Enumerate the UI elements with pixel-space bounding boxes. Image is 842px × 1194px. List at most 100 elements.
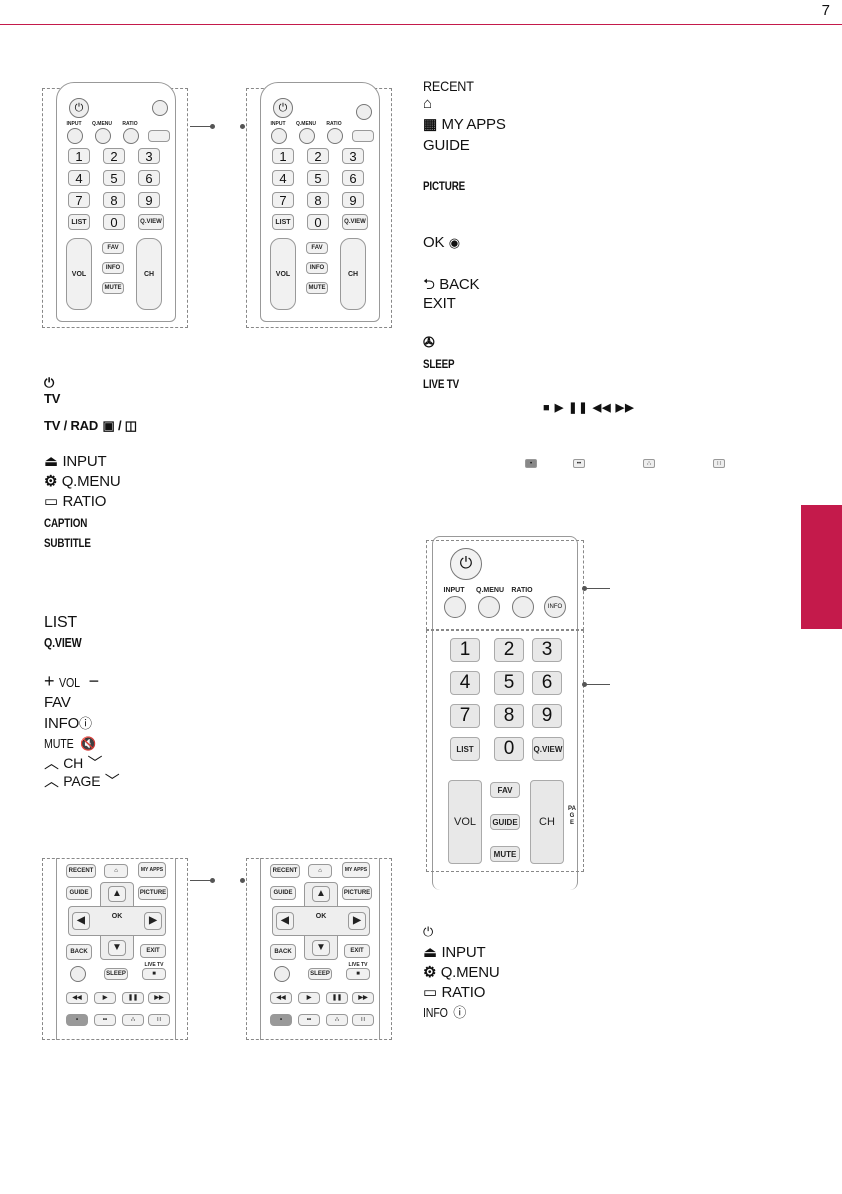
input-key-caption: INPUT [66, 121, 82, 127]
ok-label: OK [423, 234, 445, 251]
num-key: 9 [532, 704, 562, 728]
info-key: INFO [102, 262, 124, 274]
num-key: 4 [68, 170, 90, 186]
info-row: INFOⓘ [44, 715, 92, 733]
arrow-down-icon: ▼ [312, 940, 330, 956]
ok-key: OK [111, 913, 123, 920]
gear-icon [299, 128, 315, 144]
input-label: INPUT [62, 453, 107, 470]
qmenu-label: Q.MENU [440, 964, 500, 981]
chevron-up-icon: ︿ [44, 773, 59, 790]
exit-key: EXIT [344, 944, 370, 958]
callout-dot [582, 682, 587, 687]
num-key: 6 [342, 170, 364, 186]
ivi-icon [70, 966, 86, 982]
input-icon: ⏏ [44, 453, 58, 470]
num-key: 2 [494, 638, 524, 662]
back-label: BACK [439, 276, 480, 293]
qmenu-key-caption: Q.MENU [476, 587, 504, 594]
home-icon: ⌂ [423, 95, 432, 112]
chevron-down-icon: ﹀ [104, 773, 120, 790]
ch-key: CH [136, 238, 162, 310]
remote-bottom-illustration-a: RECENT ⌂ MY APPS GUIDE PICTURE ▲ ◀ ▶ ▼ O… [42, 858, 215, 1040]
callout-line [584, 588, 610, 589]
info-icon: ⓘ [79, 716, 92, 731]
page-label: PAGE [63, 773, 101, 789]
ratio-icon [327, 128, 343, 144]
back-key: BACK [66, 944, 92, 960]
livetv-caption: LIVE TV [144, 962, 164, 968]
info-key: INFO [306, 262, 328, 274]
fav-key: FAV [306, 242, 328, 254]
num-key: 6 [532, 671, 562, 695]
num-key: 9 [138, 192, 160, 208]
qmenu-row: ⚙ Q.MENU [44, 473, 121, 491]
section-side-tab [801, 505, 842, 629]
remote-large-illustration: ⏻ INPUT Q.MENU RATIO INFO 1 2 3 4 5 6 7 … [420, 526, 620, 890]
red-key: • [270, 1014, 292, 1026]
guide-label: GUIDE [423, 137, 470, 154]
plus-icon: + [44, 671, 55, 691]
input-icon [444, 596, 466, 618]
num-key: 3 [342, 148, 364, 164]
power-icon: ⏻ [69, 98, 89, 118]
ratio-icon: ▭ [423, 984, 437, 1001]
power-icon: ⏻ [450, 548, 482, 580]
guide-key: GUIDE [490, 814, 520, 830]
ratio-icon [512, 596, 534, 618]
guide-key: GUIDE [66, 886, 92, 900]
exit-label: EXIT [423, 295, 456, 312]
ch-label: CH [63, 755, 84, 771]
callout-dot [210, 124, 215, 129]
subtitle-key [352, 130, 374, 142]
arrow-right-icon: ▶ [144, 912, 162, 930]
num-key: 6 [138, 170, 160, 186]
num-key: 5 [494, 671, 524, 695]
recent-key: RECENT [270, 864, 300, 878]
red-key: • [66, 1014, 88, 1026]
ch-row: ︿ CH ﹀ [44, 755, 103, 773]
tv-label: TV [44, 391, 61, 406]
dashed-frame-bottom [426, 630, 584, 872]
caption-key [148, 130, 170, 142]
remote-bottom-illustration-b: RECENT ⌂ MY APPS GUIDE PICTURE ▲ ◀ ▶ ▼ O… [240, 858, 394, 1040]
num-key: 7 [450, 704, 480, 728]
mute-key: MUTE [102, 282, 124, 294]
num-key: 7 [68, 192, 90, 208]
sleep-label: SLEEP [423, 357, 455, 371]
num-key: 0 [494, 737, 524, 761]
stop-icon: ■ [142, 968, 166, 980]
green-key-icon: •• [573, 459, 585, 468]
minus-icon: − [88, 671, 100, 691]
pause-icon: ❚❚ [326, 992, 348, 1004]
callout-line [584, 684, 610, 685]
ch-key: CH [340, 238, 366, 310]
home-icon: ⌂ [308, 864, 332, 878]
yellow-key-icon: ∴ [643, 459, 655, 468]
ratio-label: RATIO [441, 984, 486, 1001]
power-icon: ⏻ [423, 924, 434, 939]
picture-key: PICTURE [138, 886, 168, 900]
fav-label: FAV [44, 694, 71, 711]
input-key-caption: INPUT [443, 587, 465, 594]
page-row: ︿ PAGE ﹀ [44, 773, 120, 791]
input-row: ⏏ INPUT [423, 944, 486, 962]
ratio-label: RATIO [62, 493, 107, 510]
num-key: 0 [103, 214, 125, 230]
dashed-frame-top [426, 540, 584, 630]
gear-icon [478, 596, 500, 618]
tv-rad-icons: ▣ / ◫ [102, 418, 137, 433]
mute-row: MUTE🔇 [44, 735, 96, 753]
fastforward-icon: ▶▶ [148, 992, 170, 1004]
qview-key: Q.VIEW [138, 214, 164, 230]
vol-key: VOL [66, 238, 92, 310]
input-key-caption: INPUT [270, 121, 286, 127]
ratio-row: ▭ RATIO [423, 984, 485, 1002]
num-key: 2 [307, 148, 329, 164]
callout-dot [240, 124, 245, 129]
picture-key: PICTURE [342, 886, 372, 900]
input-label: INPUT [441, 944, 486, 961]
num-key: 4 [272, 170, 294, 186]
page-number: 7 [821, 2, 830, 19]
sleep-key: SLEEP [104, 968, 128, 980]
